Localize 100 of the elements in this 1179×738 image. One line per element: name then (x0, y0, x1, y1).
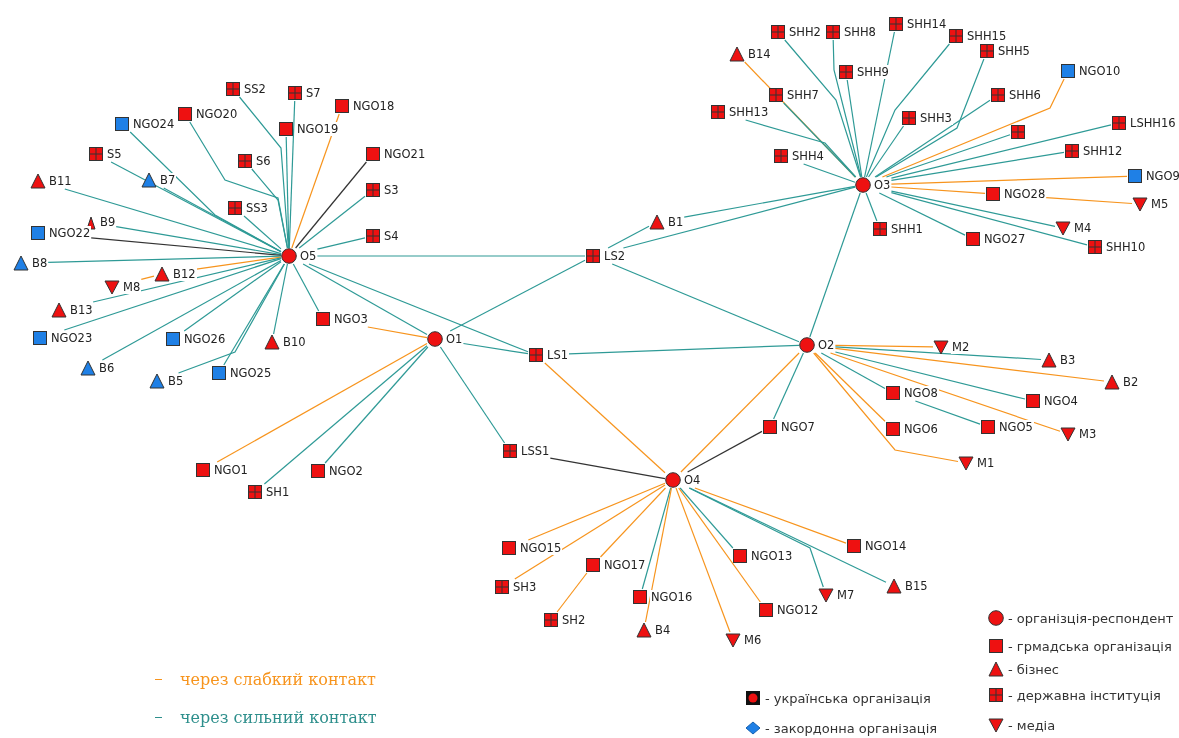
connector-line (783, 102, 856, 178)
connector-line (773, 352, 804, 420)
connector-line (92, 257, 282, 303)
node-label: SHH4 (791, 149, 825, 163)
node-label: B2 (1122, 375, 1140, 389)
connector-line (549, 457, 666, 480)
node-label: SHH12 (1082, 144, 1124, 158)
legend-label: через слабкий контакт (180, 670, 376, 689)
node-label: NGO6 (903, 422, 939, 436)
node-label: SS3 (245, 201, 269, 215)
connector-line (295, 161, 367, 249)
connector-line (568, 344, 800, 355)
connector-line (302, 263, 428, 336)
connector-line (834, 344, 934, 348)
node-label: M8 (122, 280, 142, 294)
node-label: SHH6 (1008, 88, 1042, 102)
node-label: SHH8 (843, 25, 877, 39)
connector-line (874, 99, 991, 178)
node-label: NGO9 (1145, 169, 1179, 183)
node-label: B5 (167, 374, 185, 388)
node-label: NGO27 (983, 232, 1027, 246)
connector-line (63, 258, 282, 331)
connector-line (195, 256, 282, 270)
node-label: LS2 (603, 249, 627, 263)
node-label: NGO7 (780, 420, 816, 434)
node-label: NGO19 (296, 122, 340, 136)
node-label: S4 (383, 229, 400, 243)
connector-line (881, 78, 1065, 178)
node-label: O1 (445, 332, 464, 346)
connector-line (556, 572, 588, 613)
node-label: NGO17 (603, 558, 647, 572)
connector-line (890, 175, 1128, 185)
legend-label: - державна інституція (1008, 687, 1161, 703)
node-label: SHH10 (1105, 240, 1147, 254)
node-label: SHH2 (788, 25, 822, 39)
node-label: NGO10 (1078, 64, 1122, 78)
node-label: SHH1 (890, 222, 924, 236)
node-label: B11 (48, 174, 73, 188)
node-label: NGO22 (48, 226, 92, 240)
legend-label: - грмадська організація (1008, 638, 1172, 654)
node-label: NGO8 (903, 386, 939, 400)
connector-line (514, 484, 666, 580)
connector-line (834, 351, 1026, 400)
connector-line (914, 400, 981, 425)
node-label: B7 (159, 173, 177, 187)
connector-line (694, 487, 847, 544)
node-label: NGO13 (750, 549, 794, 563)
connector-line (813, 352, 959, 463)
connector-line (846, 79, 863, 178)
node-label: S6 (255, 154, 272, 168)
node-label: NGO14 (864, 539, 908, 553)
connector-line (611, 263, 800, 343)
connector-line (680, 352, 800, 473)
connector-line (263, 345, 428, 485)
connector-line (243, 215, 282, 250)
connector-line (641, 487, 672, 590)
connector-line (316, 255, 586, 257)
connector-line (890, 151, 1065, 181)
connector-line (273, 263, 288, 335)
node-label: NGO16 (650, 590, 694, 604)
connector-line (439, 346, 506, 444)
node-label: SHH13 (728, 105, 770, 119)
connector-line (890, 124, 1112, 179)
node-label: O2 (817, 338, 836, 352)
node-label: NGO25 (229, 366, 273, 380)
node-label: NGO12 (776, 603, 820, 617)
legend-label: - українська організація (765, 690, 931, 706)
node-label: NGO18 (352, 99, 396, 113)
node-label: M7 (836, 588, 856, 602)
connector-line (288, 100, 296, 249)
connector-line (291, 113, 340, 249)
node-label: B6 (98, 361, 116, 375)
connector-line (834, 346, 1042, 361)
node-label: B8 (31, 256, 49, 270)
node-label: B9 (99, 215, 117, 229)
node-label: SS2 (243, 82, 267, 96)
connector-line (163, 187, 282, 253)
legend-label: - організція-респондент (1008, 610, 1174, 626)
node-label: SHH15 (966, 29, 1008, 43)
connector-line (183, 261, 282, 332)
node-label: M4 (1073, 221, 1093, 235)
connector-line (527, 482, 666, 541)
connector-line (316, 237, 366, 250)
node-label: SHH9 (856, 65, 890, 79)
node-label: SHH7 (786, 88, 820, 102)
node-label: O3 (873, 178, 892, 192)
node-label: B10 (282, 335, 307, 349)
node-label: NGO23 (50, 331, 94, 345)
node-label: M5 (1150, 197, 1170, 211)
connector-line (544, 362, 666, 474)
node-label: B12 (172, 267, 197, 281)
legend-label: - медіа (1008, 717, 1056, 733)
connector-line (784, 39, 862, 178)
node-label: B4 (654, 623, 672, 637)
connector-line (285, 136, 290, 249)
connector-line (324, 346, 429, 464)
node-label: NGO3 (333, 312, 369, 326)
connector-line (803, 163, 856, 183)
node-label: SH1 (265, 485, 291, 499)
node-label: O4 (683, 473, 702, 487)
